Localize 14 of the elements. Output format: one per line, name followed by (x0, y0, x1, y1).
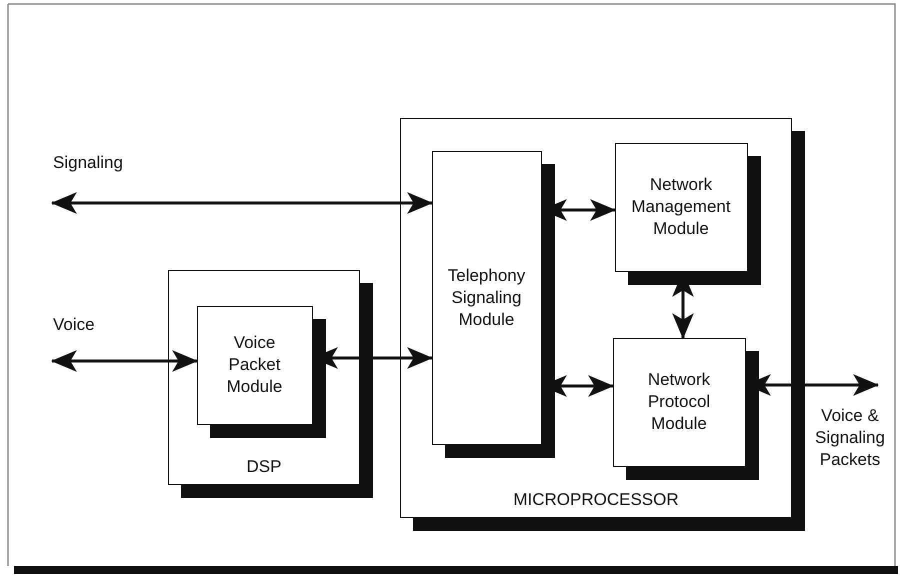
double-arrow (50, 350, 198, 372)
module-box (432, 150, 542, 444)
module-box (614, 142, 748, 272)
module-box (168, 270, 360, 485)
module-box (196, 306, 312, 424)
box-label: Network Protocol Module (646, 369, 712, 435)
box-label: Voice Packet Module (226, 332, 284, 398)
module-box (612, 338, 746, 466)
box-label: Telephony Signaling Module (446, 264, 526, 330)
module-box (400, 118, 792, 518)
box-label: DSP (246, 456, 282, 478)
box-label: Network Management Module (630, 174, 732, 240)
box-label: MICROPROCESSOR (513, 489, 679, 511)
double-arrow (50, 192, 434, 214)
